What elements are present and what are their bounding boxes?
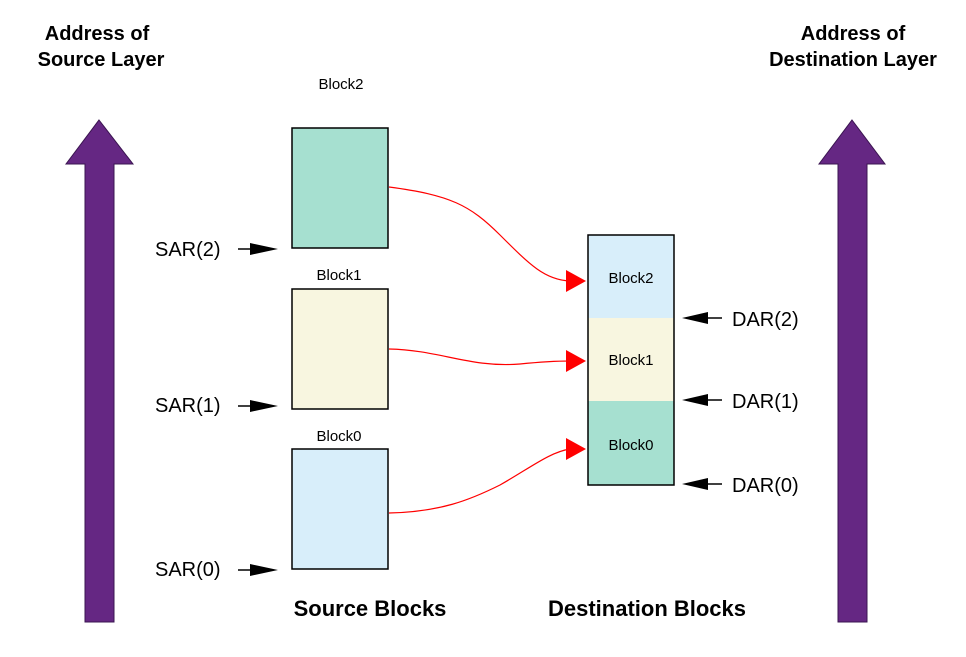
sar2-pointer-arrow-icon bbox=[238, 243, 278, 255]
sar2-label: SAR(2) bbox=[155, 239, 221, 261]
sar0-label: SAR(0) bbox=[155, 559, 221, 581]
source-block0-label: Block0 bbox=[316, 428, 361, 445]
source-block1 bbox=[291, 288, 389, 410]
dar0-pointer-arrow-icon bbox=[682, 478, 722, 490]
dest-stack-outline bbox=[587, 234, 675, 486]
sar1-pointer-arrow-icon bbox=[238, 400, 278, 412]
sar1-label: SAR(1) bbox=[155, 395, 221, 417]
source-address-arrow-icon bbox=[65, 119, 135, 623]
source-block1-label: Block1 bbox=[316, 267, 361, 284]
source-blocks-caption: Source Blocks bbox=[294, 596, 447, 621]
mapping-block2-arrow-icon bbox=[388, 186, 586, 292]
dar2-label: DAR(2) bbox=[732, 309, 799, 331]
dest-block1-label: Block1 bbox=[608, 352, 653, 369]
mapping-block1-arrow-icon bbox=[388, 348, 586, 372]
source-layer-title-line2: Source Layer bbox=[38, 49, 165, 71]
dest-block2-label: Block2 bbox=[608, 270, 653, 287]
dest-layer-title-line2: Destination Layer bbox=[769, 49, 937, 71]
dar0-label: DAR(0) bbox=[732, 475, 799, 497]
dest-block0 bbox=[588, 401, 674, 485]
dest-block2 bbox=[588, 235, 674, 318]
source-layer-title-line1: Address of bbox=[45, 23, 150, 45]
destination-blocks-caption: Destination Blocks bbox=[548, 596, 746, 621]
dest-layer-title-line1: Address of bbox=[801, 23, 906, 45]
source-block2 bbox=[291, 127, 389, 249]
dar1-label: DAR(1) bbox=[732, 391, 799, 413]
dar2-pointer-arrow-icon bbox=[682, 312, 722, 324]
source-block2-label: Block2 bbox=[318, 76, 363, 93]
mapping-block0-arrow-icon bbox=[388, 438, 586, 514]
sar0-pointer-arrow-icon bbox=[238, 564, 278, 576]
dest-address-arrow-icon bbox=[818, 119, 886, 623]
dar1-pointer-arrow-icon bbox=[682, 394, 722, 406]
dest-block1 bbox=[588, 318, 674, 401]
dest-block0-label: Block0 bbox=[608, 437, 653, 454]
source-block0 bbox=[291, 448, 389, 570]
